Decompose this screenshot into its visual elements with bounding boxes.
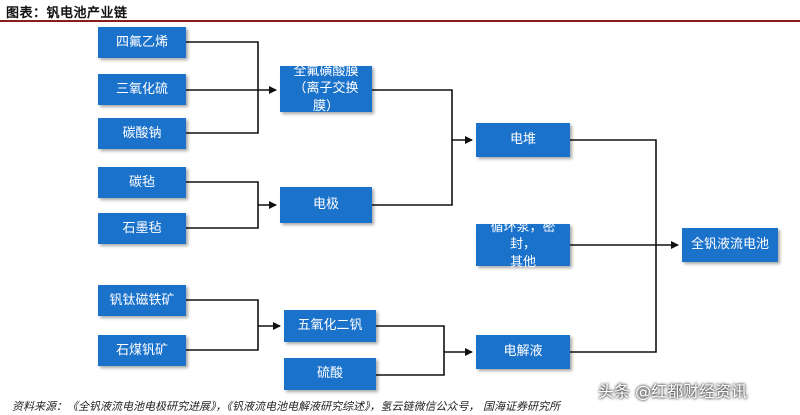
- edge-ptfe: [186, 41, 259, 90]
- edge-electrolyte: [570, 245, 657, 353]
- source-footer: 资料来源：《全钒液流电池电极研究进展》，《钒液流电池电解液研究综述》，氢云链微信…: [12, 400, 560, 413]
- node-electrode: 电极: [280, 187, 372, 223]
- edge-h2so4: [376, 348, 473, 376]
- edge-v2o5: [376, 325, 445, 352]
- node-stone-coal: 石煤钒矿: [98, 335, 186, 366]
- edge-carbon-felt: [186, 181, 259, 205]
- edge-stone-coal: [186, 322, 281, 351]
- edge-membrane: [372, 89, 453, 140]
- figure-title: 图表：钒电池产业链: [6, 6, 128, 21]
- node-vrfb: 全钒液流电池: [682, 228, 778, 262]
- node-vti-ore: 钒钛磁铁矿: [98, 285, 186, 316]
- edge-na2co3: [186, 90, 259, 134]
- edge-electrode: [372, 136, 473, 206]
- watermark: 头条 @红都财经资讯: [598, 382, 748, 401]
- node-pump-seal-other: 循环泵，密封， 其他: [476, 220, 570, 270]
- node-electrolyte: 电解液: [476, 335, 570, 369]
- node-so3: 三氧化硫: [98, 74, 186, 105]
- node-ptfe: 四氟乙烯: [98, 27, 186, 58]
- node-na2co3: 碳酸钠: [98, 118, 186, 149]
- edge-graphite-felt: [186, 201, 277, 229]
- node-v2o5: 五氧化二钒: [284, 310, 376, 342]
- node-carbon-felt: 碳毡: [98, 167, 186, 198]
- node-stack: 电堆: [476, 123, 570, 157]
- edge-vti-ore: [186, 299, 259, 326]
- node-graphite-felt: 石墨毡: [98, 213, 186, 244]
- title-rule: [0, 20, 800, 22]
- edge-stack: [570, 139, 657, 245]
- node-h2so4: 硫酸: [284, 358, 376, 390]
- node-membrane: 全氟磺酸膜 （离子交换膜）: [280, 64, 372, 114]
